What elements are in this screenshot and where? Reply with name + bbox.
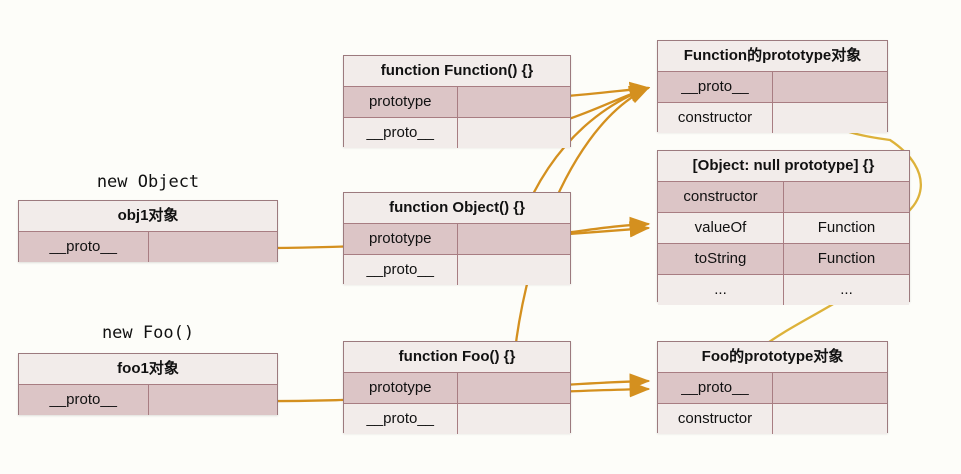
box-foo-constructor[interactable]: function Foo() {} prototype __proto__ <box>343 341 571 434</box>
function-prototype-row-1-key: constructor <box>658 103 773 133</box>
box-object-prototype[interactable]: [Object: null prototype] {} constructor … <box>657 150 910 305</box>
object-prototype-row-0-key: constructor <box>658 182 784 212</box>
function-prototype-row-1-value <box>773 103 887 133</box>
object-prototype-row-3-key: ... <box>658 275 784 305</box>
obj1-row-0-key: __proto__ <box>19 232 149 262</box>
object-ctor-row-0-key: prototype <box>344 224 458 254</box>
function-ctor-row-0-key: prototype <box>344 87 458 117</box>
table-row[interactable]: prototype <box>344 87 570 118</box>
box-object-constructor-header: function Object() {} <box>344 193 570 224</box>
table-row[interactable]: toString Function <box>658 244 909 275</box>
function-prototype-row-0-key: __proto__ <box>658 72 773 102</box>
function-ctor-row-1-key: __proto__ <box>344 118 458 148</box>
object-prototype-row-2-key: toString <box>658 244 784 274</box>
object-prototype-row-1-value: Function <box>817 219 876 236</box>
object-ctor-row-0-value <box>458 224 571 254</box>
box-foo1-header: foo1对象 <box>19 354 277 385</box>
object-prototype-row-1-key: valueOf <box>658 213 784 243</box>
table-row[interactable]: __proto__ <box>344 255 570 285</box>
table-row[interactable]: __proto__ <box>19 232 277 262</box>
object-prototype-row-2-value: Function <box>817 250 876 267</box>
box-foo-prototype[interactable]: Foo的prototype对象 __proto__ constructor <box>657 341 888 434</box>
table-row[interactable]: __proto__ <box>344 404 570 434</box>
box-function-prototype-header: Function的prototype对象 <box>658 41 887 72</box>
table-row[interactable]: constructor <box>658 103 887 133</box>
box-function-constructor[interactable]: function Function() {} prototype __proto… <box>343 55 571 148</box>
object-prototype-row-3-value: ... <box>840 281 853 298</box>
box-object-prototype-header: [Object: null prototype] {} <box>658 151 909 182</box>
box-function-constructor-header: function Function() {} <box>344 56 570 87</box>
foo-prototype-row-1-value <box>773 404 887 434</box>
object-prototype-row-0-value <box>784 182 909 212</box>
box-function-prototype[interactable]: Function的prototype对象 __proto__ construct… <box>657 40 888 133</box>
function-ctor-row-0-value <box>458 87 571 117</box>
table-row[interactable]: valueOf Function <box>658 213 909 244</box>
table-row[interactable]: constructor <box>658 182 909 213</box>
box-foo-constructor-header: function Foo() {} <box>344 342 570 373</box>
table-row[interactable]: __proto__ <box>344 118 570 148</box>
foo-ctor-row-0-key: prototype <box>344 373 458 403</box>
table-row[interactable]: __proto__ <box>19 385 277 415</box>
foo1-row-0-key: __proto__ <box>19 385 149 415</box>
foo-ctor-row-1-key: __proto__ <box>344 404 458 434</box>
object-ctor-row-1-key: __proto__ <box>344 255 458 285</box>
table-row[interactable]: prototype <box>344 224 570 255</box>
foo-prototype-row-1-key: constructor <box>658 404 773 434</box>
foo-prototype-row-0-key: __proto__ <box>658 373 773 403</box>
foo1-row-0-value <box>149 385 278 415</box>
box-foo1[interactable]: foo1对象 __proto__ <box>18 353 278 415</box>
box-obj1-header: obj1对象 <box>19 201 277 232</box>
caption-new-foo: new Foo() <box>101 323 195 343</box>
table-row[interactable]: __proto__ <box>658 373 887 404</box>
table-row[interactable]: constructor <box>658 404 887 434</box>
table-row[interactable]: prototype <box>344 373 570 404</box>
table-row[interactable]: ... ... <box>658 275 909 305</box>
foo-prototype-row-0-value <box>773 373 887 403</box>
foo-ctor-row-1-value <box>458 404 571 434</box>
object-ctor-row-1-value <box>458 255 571 285</box>
function-prototype-row-0-value <box>773 72 887 102</box>
box-foo-prototype-header: Foo的prototype对象 <box>658 342 887 373</box>
box-obj1[interactable]: obj1对象 __proto__ <box>18 200 278 262</box>
foo-ctor-row-0-value <box>458 373 571 403</box>
caption-new-object: new Object <box>96 172 200 192</box>
table-row[interactable]: __proto__ <box>658 72 887 103</box>
box-object-constructor[interactable]: function Object() {} prototype __proto__ <box>343 192 571 285</box>
obj1-row-0-value <box>149 232 278 262</box>
function-ctor-row-1-value <box>458 118 571 148</box>
